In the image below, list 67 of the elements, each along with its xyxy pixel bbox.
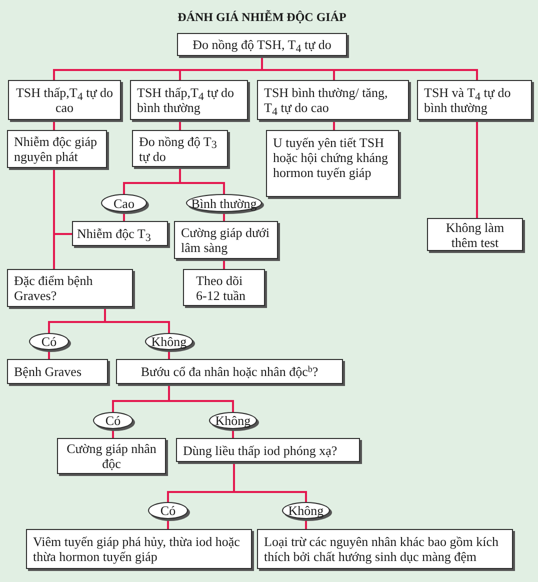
node-label: TSH thấp,T$_{4}$ tự do cao xyxy=(15,85,114,115)
answer-oval xyxy=(148,502,188,519)
node-label: Viêm tuyến giáp phá hủy, thừa iod hoặc thừa hormon tuyến giáp xyxy=(33,534,241,564)
process-box xyxy=(183,269,265,306)
answer-label: Bình thường xyxy=(191,196,257,210)
process-box xyxy=(26,529,252,569)
node-label: Nhiễm độc T$_{3}$ xyxy=(77,226,151,241)
process-box xyxy=(57,438,166,474)
connector-line xyxy=(168,384,234,412)
process-box xyxy=(7,269,133,307)
node-label: Đo nồng độ T$_{3}$ tự do xyxy=(139,134,218,164)
answer-label: Không xyxy=(151,334,187,349)
process-box xyxy=(116,359,343,384)
process-box xyxy=(130,80,248,120)
connector-line xyxy=(233,462,307,502)
process-box xyxy=(132,130,228,167)
connector-line xyxy=(476,120,478,218)
answer-label: Cao xyxy=(114,196,134,210)
process-box xyxy=(72,221,168,246)
answer-oval xyxy=(29,333,69,350)
answer-oval xyxy=(186,194,262,212)
connector-line xyxy=(223,259,225,269)
answer-oval xyxy=(145,333,193,350)
diagram-title: ĐÁNH GIÁ NHIỄM ĐỘC GIÁP xyxy=(178,10,346,24)
node-label: Theo dõi 6-12 tuần xyxy=(196,272,246,302)
connector-line xyxy=(179,120,181,130)
node-label: Không làm thêm test xyxy=(444,220,506,250)
node-label: Cường giáp nhân độc xyxy=(66,441,158,471)
node-label: Nhiễm độc giáp nguyên phát xyxy=(14,134,98,164)
answer-oval xyxy=(101,194,147,212)
process-box xyxy=(257,529,513,569)
node-label: Dùng liều thấp iod phóng xạ? xyxy=(183,442,338,458)
process-box xyxy=(7,130,107,168)
process-box xyxy=(417,80,532,120)
process-box xyxy=(177,33,347,56)
node-label: Bướu cổ đa nhân hoặc nhân độc$^{b}$? xyxy=(140,364,318,379)
answer-oval xyxy=(209,412,257,429)
process-box xyxy=(176,438,360,462)
connector-line xyxy=(104,307,170,333)
node-label: Loại trừ các nguyên nhân khác bao gồm kích thích bởi chất hướng sinh dục màng đệm xyxy=(264,534,500,564)
answer-label: Có xyxy=(105,413,121,428)
answer-oval xyxy=(282,502,330,519)
node-label: TSH thấp,T$_{4}$ tự do bình thường xyxy=(137,85,236,115)
connector-line xyxy=(167,519,169,529)
answer-label: Có xyxy=(160,503,176,518)
node-label: TSH bình thường/ tăng, T$_{4}$ tự do cao xyxy=(264,85,389,115)
node-label: Cường giáp dưới lâm sàng xyxy=(181,225,271,255)
node-label: Bệnh Graves xyxy=(14,364,82,379)
answer-label: Không xyxy=(288,503,324,518)
answer-oval xyxy=(93,412,133,429)
node-label: Đo nồng độ TSH, T$_{4}$ tự do xyxy=(192,37,332,52)
process-box xyxy=(257,80,409,120)
process-box xyxy=(174,221,278,259)
answer-label: Không xyxy=(215,413,251,428)
connector-line xyxy=(261,56,478,80)
node-label: Đặc điểm bệnh Graves? xyxy=(14,273,94,303)
process-box xyxy=(8,80,121,120)
process-box xyxy=(7,359,108,384)
connector-line xyxy=(333,120,335,130)
connector-line xyxy=(53,233,72,269)
node-label: U tuyến yên tiết TSH hoặc hội chứng kháng hormon tuyến giáp xyxy=(273,135,389,180)
connector-line xyxy=(53,120,55,130)
process-box xyxy=(266,130,399,197)
process-box xyxy=(427,218,523,251)
answer-label: Có xyxy=(41,334,57,349)
node-label: TSH và T$_{4}$ tự do bình thường xyxy=(424,85,512,115)
connector-line xyxy=(305,519,307,529)
